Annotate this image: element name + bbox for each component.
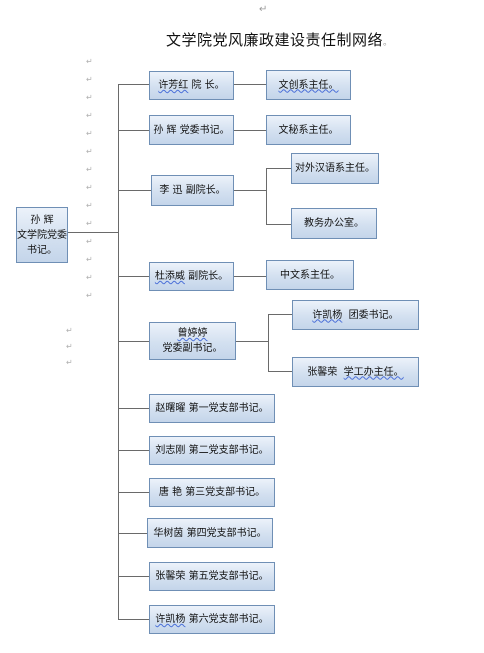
root-name: 孙 辉 <box>30 214 54 226</box>
connector-line <box>266 224 291 225</box>
paragraph-mark: ↵ <box>66 326 73 335</box>
connector-branch <box>266 168 267 224</box>
node-hua-shuyin: 华树茵 第四党支部书记。 <box>147 518 273 548</box>
node-name: 李 迅 <box>159 185 183 196</box>
root-node-sun-hui: 孙 辉 文学院党委 书记。 <box>16 207 68 263</box>
node-name: 唐 艳 <box>158 487 182 498</box>
paragraph-mark: ↵ <box>86 111 93 120</box>
connector-line <box>234 276 266 277</box>
connector-line <box>118 619 149 620</box>
connector-line <box>234 130 266 131</box>
connector-line <box>268 371 292 372</box>
connector-branch <box>268 314 269 371</box>
node-role: 党委书记。 <box>179 124 230 136</box>
connector-line <box>234 190 266 191</box>
node-name: 许凯杨 <box>155 614 186 625</box>
paragraph-mark: ↵ <box>66 342 73 351</box>
node-name: 刘志刚 <box>155 445 186 456</box>
connector-line <box>118 533 149 534</box>
paragraph-mark: ↵ <box>86 273 93 282</box>
node-name: 张馨荣 <box>155 571 186 582</box>
paragraph-mark: ↵ <box>86 57 93 66</box>
node-role: 学工办主任。 <box>343 366 404 378</box>
page-title: 文学院党风廉政建设责任制网络。 <box>166 31 393 49</box>
node-role: 第四党支部书记。 <box>186 527 267 539</box>
node-role: 第五党支部书记。 <box>188 571 269 582</box>
node-name: 许芳红 <box>158 80 189 91</box>
connector-line <box>118 276 149 277</box>
node-name: 许凯杨 <box>312 309 343 321</box>
root-org: 文学院党委 <box>17 229 67 241</box>
connector-trunk <box>118 84 119 619</box>
node-zhao-shuyao: 赵曙曜 第一党支部书记。 <box>149 394 275 423</box>
node-academic-affairs-office: 教务办公室。 <box>291 208 377 239</box>
node-name: 赵曙曜 <box>155 403 186 414</box>
paragraph-mark: ↵ <box>86 237 93 246</box>
paragraph-mark: ↵ <box>86 165 93 174</box>
connector-line <box>118 341 149 342</box>
node-chinese-dept-director: 中文系主任。 <box>266 260 354 290</box>
connector-line <box>118 450 149 451</box>
node-zeng-tingting: 曾婷婷 党委副书记。 <box>149 322 236 360</box>
node-role: 党委副书记。 <box>162 343 223 354</box>
connector-line <box>266 168 291 169</box>
node-role: 院 长。 <box>191 80 225 91</box>
node-label: 教务办公室。 <box>304 218 364 229</box>
node-label: 中文系主任。 <box>280 269 340 281</box>
paragraph-mark: ↵ <box>86 129 93 138</box>
connector-line <box>68 232 118 233</box>
node-role: 第三党支部书记。 <box>185 487 266 498</box>
paragraph-marks-column: ↵ ↵ ↵ ↵ ↵ ↵ ↵ ↵ ↵ ↵ ↵ ↵ ↵ ↵ <box>86 53 93 305</box>
paragraph-mark: ↵ <box>86 183 93 192</box>
node-role: 第二党支部书记。 <box>188 445 269 456</box>
node-name: 曾婷婷 <box>177 328 208 339</box>
node-liu-zhigang: 刘志刚 第二党支部书记。 <box>149 436 275 465</box>
node-li-xun: 李 迅 副院长。 <box>151 175 234 206</box>
node-label: 对外汉语系主任。 <box>295 163 375 174</box>
node-xu-kaiyang: 许凯杨 第六党支部书记。 <box>149 605 275 634</box>
node-chinese-foreign-director: 对外汉语系主任。 <box>291 153 379 184</box>
node-tang-yan: 唐 艳 第三党支部书记。 <box>149 478 275 507</box>
node-du-tianwei: 杜添威 副院长。 <box>149 262 234 291</box>
paragraph-marks-column: ↵ ↵ ↵ <box>66 323 73 371</box>
node-role: 副院长。 <box>185 185 226 196</box>
node-role: 团委书记。 <box>348 309 399 321</box>
connector-line <box>118 130 149 131</box>
paragraph-mark: ↵ <box>86 147 93 156</box>
connector-line <box>118 576 149 577</box>
paragraph-mark: ↵ <box>86 255 93 264</box>
connector-line <box>118 492 149 493</box>
node-label: 文秘系主任。 <box>278 124 339 136</box>
paragraph-mark: ↵ <box>86 201 93 210</box>
node-youth-league-secretary: 许凯杨 团委书记。 <box>292 300 419 330</box>
node-sun-hui: 孙 辉 党委书记。 <box>149 115 234 145</box>
node-name: 华树茵 <box>153 527 184 539</box>
connector-line <box>118 84 149 85</box>
node-name: 杜添威 <box>154 271 185 282</box>
connector-line <box>118 190 151 191</box>
paragraph-mark: ↵ <box>86 291 93 300</box>
node-name: 张馨荣 <box>307 366 338 378</box>
paragraph-mark: ↵ <box>66 358 73 367</box>
node-wenchuang-director: 文创系主任。 <box>266 70 351 100</box>
node-role: 第一党支部书记。 <box>188 403 269 414</box>
node-label: 文创系主任。 <box>278 79 339 91</box>
connector-line <box>268 314 292 315</box>
connector-line <box>236 341 268 342</box>
root-role: 书记。 <box>27 244 57 256</box>
connector-line <box>234 84 266 85</box>
paragraph-mark: ↵ <box>86 219 93 228</box>
node-role: 第六党支部书记。 <box>188 614 269 625</box>
node-xu-fanghong: 许芳红 院 长。 <box>149 71 234 100</box>
node-zhang-xinrong: 张馨荣 第五党支部书记。 <box>149 562 275 591</box>
node-wenmi-director: 文秘系主任。 <box>266 115 351 145</box>
node-role: 副院长。 <box>188 271 229 282</box>
connector-line <box>118 408 149 409</box>
paragraph-mark: ↵ <box>86 75 93 84</box>
paragraph-mark: ↵ <box>86 93 93 102</box>
node-student-affairs-director: 张馨荣 学工办主任。 <box>292 357 419 387</box>
node-name: 孙 辉 <box>153 124 177 136</box>
paragraph-mark: ↵ <box>259 4 268 15</box>
